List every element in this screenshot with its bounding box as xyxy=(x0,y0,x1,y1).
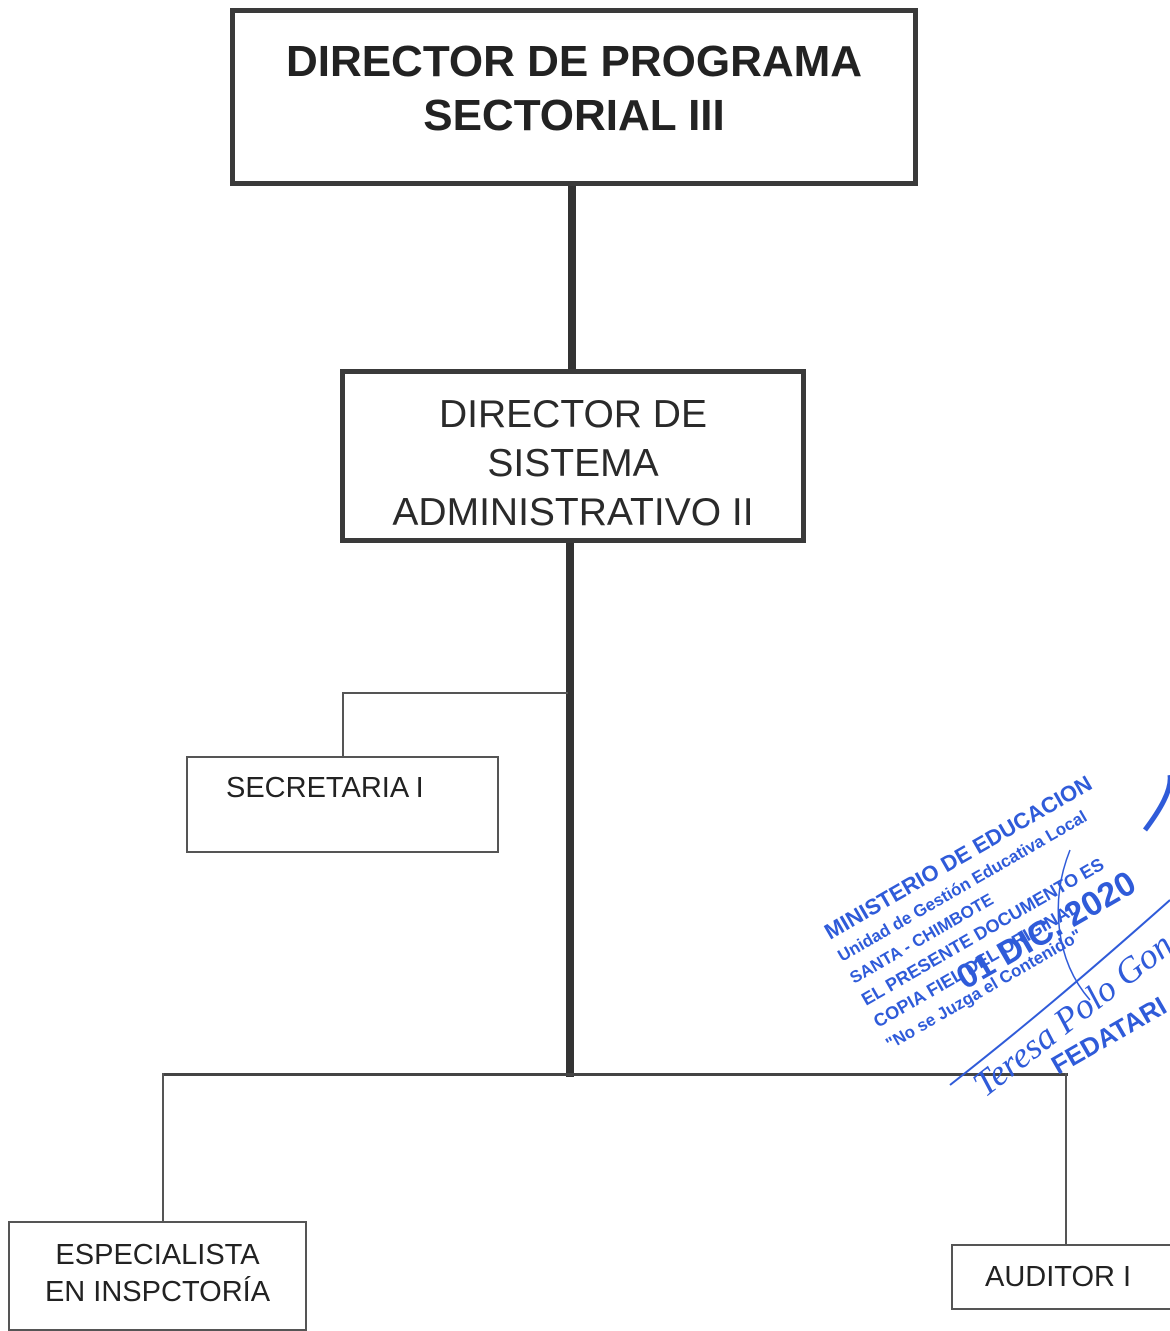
signature-loop xyxy=(1057,849,1091,1001)
auditor-box: AUDITOR I xyxy=(951,1244,1170,1310)
connector-secretary-vertical xyxy=(342,692,344,757)
director-programa-sectorial-box: DIRECTOR DE PROGRAMA SECTORIAL III xyxy=(230,8,918,186)
stamp-date: 01 DIC. 2020 xyxy=(950,864,1143,997)
mid-box-line-1: DIRECTOR DE xyxy=(439,393,707,436)
auditor-label: AUDITOR I xyxy=(985,1261,1132,1293)
signature-stroke xyxy=(949,899,1170,1086)
connector-auditor-vertical xyxy=(1065,1073,1067,1245)
connector-secretary-horizontal xyxy=(342,692,568,694)
connector-top-to-middle xyxy=(568,186,576,371)
especialista-line-2: EN INSPCTORÍA xyxy=(44,1276,271,1308)
stamp-role: FEDATARI xyxy=(1046,990,1170,1080)
especialista-line-1: ESPECIALISTA xyxy=(55,1239,260,1271)
stamp-signature: Teresa Polo Gon xyxy=(965,924,1170,1104)
secretaria-box: SECRETARIA I xyxy=(186,756,499,853)
signature-mark xyxy=(1142,775,1170,832)
director-sistema-administrativo-box: DIRECTOR DE SISTEMA ADMINISTRATIVO II xyxy=(340,369,806,543)
stamp-line: EL PRESENTE DOCUMENTO ES xyxy=(858,854,1107,1010)
stamp-line: SANTA - CHIMBOTE xyxy=(847,890,997,988)
stamp-line: "No se Juzga el Contenido" xyxy=(883,926,1086,1054)
mid-box-line-2: SISTEMA xyxy=(487,442,659,485)
stamp-line: COPIA FIEL DEL ORIGINAL xyxy=(870,897,1082,1031)
secretaria-label: SECRETARIA I xyxy=(226,772,424,804)
connector-specialist-vertical xyxy=(162,1073,164,1222)
connector-middle-to-branch xyxy=(566,541,574,1077)
stamp-line: Unidad de Gestión Educativa Local xyxy=(835,807,1091,966)
top-box-line-1: DIRECTOR DE PROGRAMA xyxy=(285,37,863,86)
connector-branch-horizontal xyxy=(162,1073,1068,1076)
mid-box-line-3: ADMINISTRATIVO II xyxy=(392,491,754,534)
especialista-box: ESPECIALISTA EN INSPCTORÍA xyxy=(8,1221,307,1331)
top-box-line-2: SECTORIAL III xyxy=(423,91,725,140)
stamp-line: MINISTERIO DE EDUCACION xyxy=(820,770,1096,944)
